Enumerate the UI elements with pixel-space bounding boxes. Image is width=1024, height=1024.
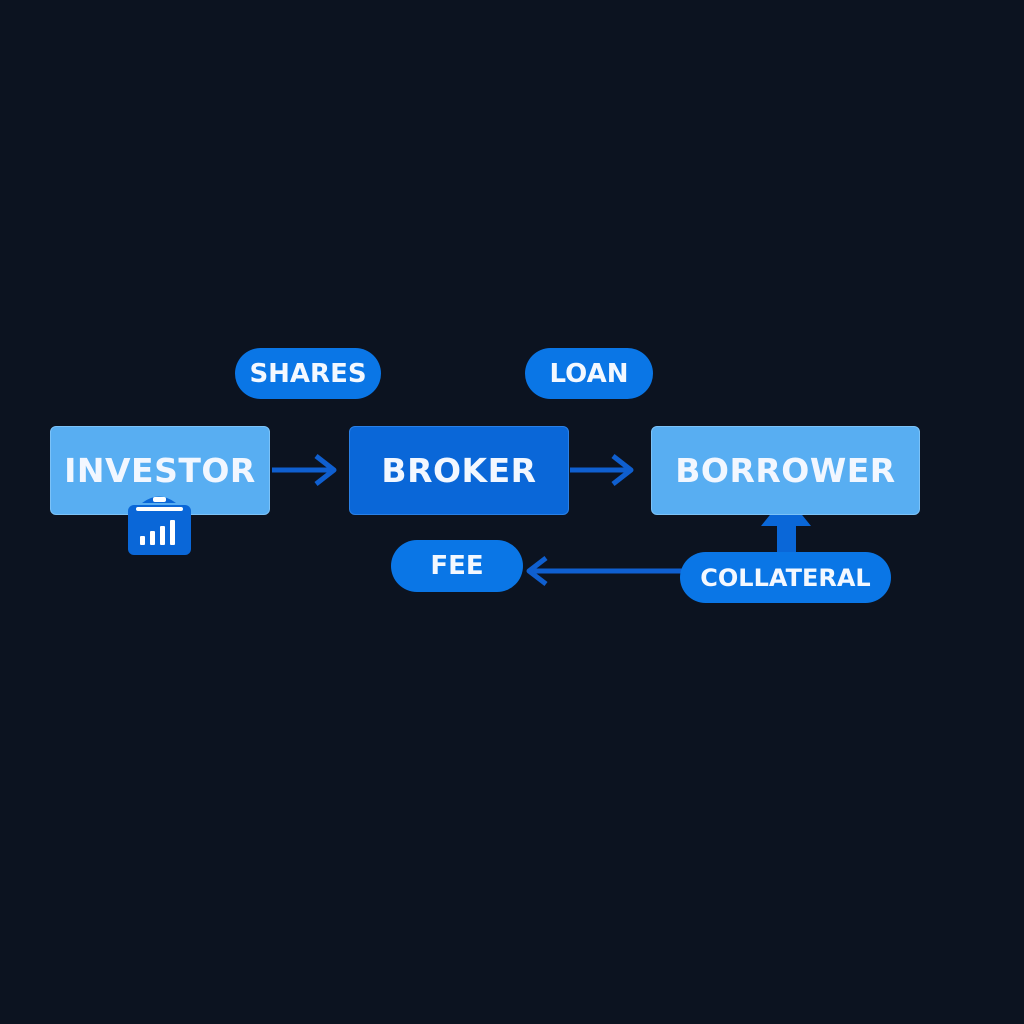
- bank-chart-icon: [128, 496, 191, 555]
- investor-label: INVESTOR: [64, 451, 256, 490]
- loan-label: LOAN: [549, 358, 629, 389]
- arrow-collateral-to-fee: [526, 556, 682, 586]
- shares-label: SHARES: [249, 358, 367, 389]
- collateral-label: COLLATERAL: [700, 563, 871, 592]
- shares-pill[interactable]: SHARES: [235, 348, 381, 399]
- borrower-label: BORROWER: [675, 451, 896, 490]
- broker-label: BROKER: [381, 451, 537, 490]
- loan-pill[interactable]: LOAN: [525, 348, 653, 399]
- collateral-pill[interactable]: COLLATERAL: [680, 552, 891, 603]
- borrower-node[interactable]: BORROWER: [651, 426, 920, 515]
- broker-node[interactable]: BROKER: [349, 426, 569, 515]
- fee-pill[interactable]: FEE: [391, 540, 523, 592]
- arrow-investor-to-broker: [272, 454, 337, 486]
- arrow-broker-to-borrower: [570, 454, 634, 486]
- fee-label: FEE: [430, 551, 484, 581]
